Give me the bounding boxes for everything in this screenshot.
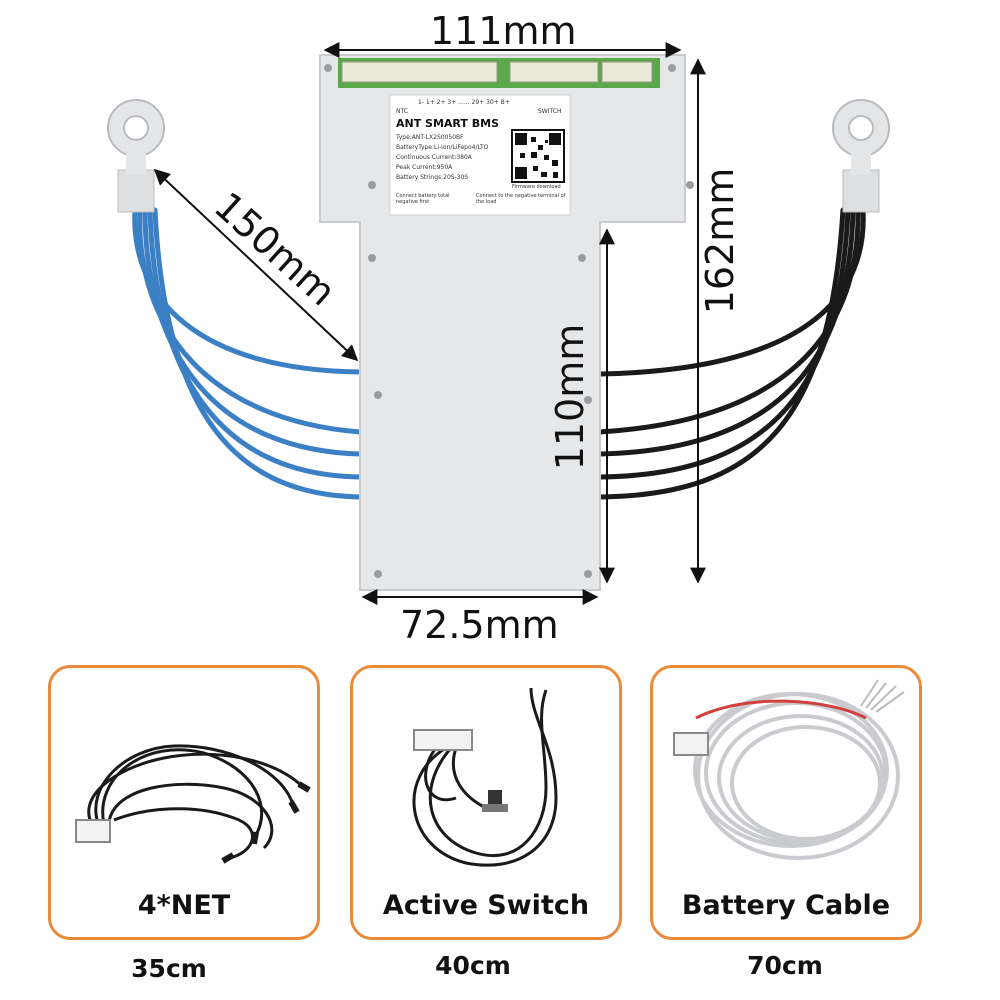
board-type: Type:ANT-LX2S0050BF: [396, 134, 464, 141]
dim-bottom-width: 72.5mm: [400, 603, 559, 647]
blue-ring-terminal: [107, 99, 165, 213]
board-battery-strings: Battery Strings:20S-30S: [396, 174, 469, 181]
black-wire-bundle: [597, 207, 866, 500]
dim-body-height: 110mm: [548, 323, 592, 471]
board-peak-current: Peak Current:950A: [396, 164, 453, 171]
bms-board: [319, 54, 694, 591]
board-note-left: Connect battery total negative first: [396, 193, 450, 205]
dim-total-height: 162mm: [698, 167, 742, 315]
accessory-name-battery-cable: Battery Cable: [681, 890, 891, 921]
board-note-right: Connect to the negative terminal of the …: [476, 193, 566, 205]
ntc-sensor-cable-icon: [75, 744, 311, 864]
accessory-length-battery-cable: 70cm: [747, 951, 823, 980]
accessory-length-switch: 40cm: [435, 951, 511, 980]
board-ntc-label: NTC: [396, 108, 408, 115]
board-title: ANT SMART BMS: [396, 117, 499, 130]
accessory-card-battery-cable: Battery Cable: [650, 665, 922, 940]
black-ring-terminal: [832, 99, 890, 213]
dim-top-width: 111mm: [430, 9, 577, 53]
qr-code: [511, 129, 565, 183]
board-battery-type: BatteryType:Li-ion/LiFepo4/LTO: [396, 144, 489, 151]
board-continuous-current: Continuous Current:380A: [396, 154, 472, 161]
accessory-length-ntc: 35cm: [131, 954, 207, 983]
accessory-name-ntc: 4*NET: [137, 890, 231, 921]
accessory-name-switch: Active Switch: [382, 890, 590, 921]
board-qr-caption: Firmware download: [512, 184, 561, 190]
board-pin-header: 1- 1+ 2+ 3+ ...... 29+ 30+ B+: [418, 99, 510, 106]
switch-cable-icon: [412, 687, 558, 867]
accessory-card-ntc: 4*NET: [48, 665, 320, 940]
balance-cable-icon: [673, 679, 905, 860]
board-switch-label: SWITCH: [538, 108, 562, 115]
dimension-lines: [153, 42, 706, 605]
accessory-card-switch: Active Switch: [350, 665, 622, 940]
